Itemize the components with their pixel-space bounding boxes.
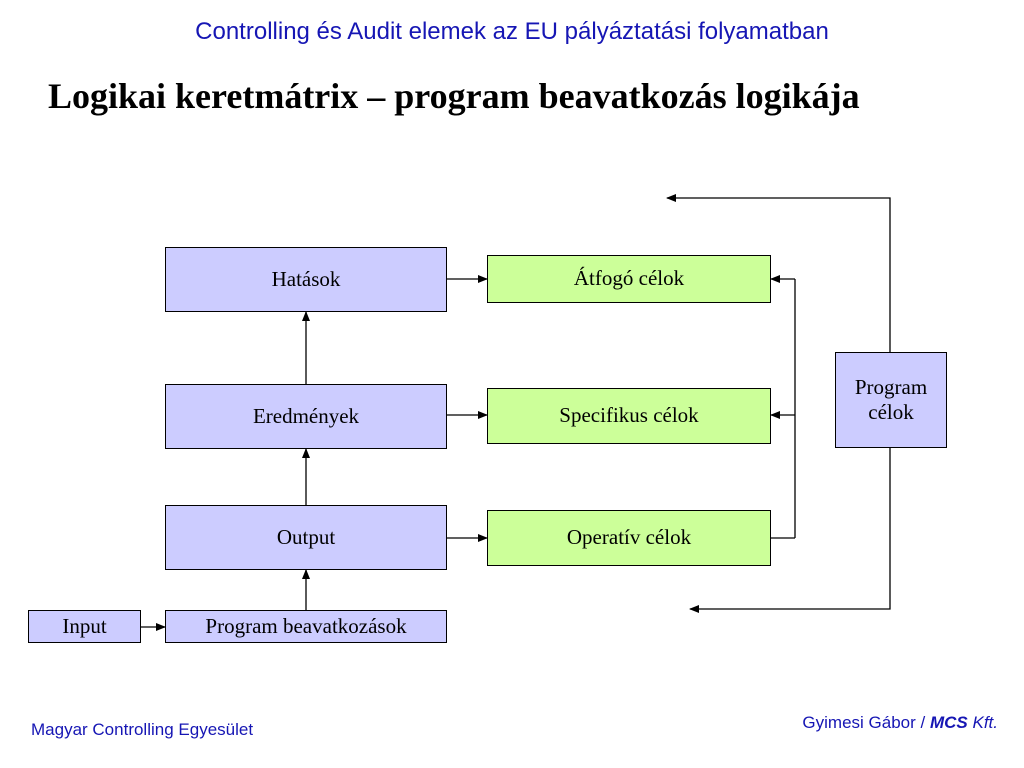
hatasok-label: Hatások xyxy=(271,266,341,291)
slide-header: Controlling és Audit elemek az EU pályáz… xyxy=(195,18,829,45)
program-celok-box: Program célok xyxy=(835,352,947,448)
loop-bottom xyxy=(689,448,891,613)
footer-author-prefix: Gyimesi Gábor / xyxy=(802,713,926,732)
footer-author: Gyimesi Gábor / MCS Kft. xyxy=(802,713,998,733)
input-box: Input xyxy=(28,610,141,643)
operativ-celok-box: Operatív célok xyxy=(487,510,771,566)
program-celok-label-line2: célok xyxy=(868,400,914,424)
hatasok-box: Hatások xyxy=(165,247,447,312)
program-beavatkozasok-box: Program beavatkozások xyxy=(165,610,447,643)
loop-top xyxy=(666,194,891,352)
atfogo-celok-box: Átfogó célok xyxy=(487,255,771,303)
operativ-celok-label: Operatív célok xyxy=(566,525,692,550)
footer-company-name: MCS xyxy=(929,713,968,732)
slide-title: Logikai keretmátrix – program beavatkozá… xyxy=(48,76,860,116)
output-label: Output xyxy=(276,524,336,549)
program-celok-label-line1: Program xyxy=(854,374,928,399)
footer-organization: Magyar Controlling Egyesület xyxy=(31,720,254,739)
output-box: Output xyxy=(165,505,447,570)
specifikus-celok-label: Specifikus célok xyxy=(559,403,699,428)
specifikus-celok-box: Specifikus célok xyxy=(487,388,771,444)
program-beavatkozasok-label: Program beavatkozások xyxy=(205,613,407,638)
input-label: Input xyxy=(62,613,107,638)
eredmenyek-label: Eredmények xyxy=(252,403,360,428)
footer-company-suffix: Kft. xyxy=(972,713,998,732)
eredmenyek-box: Eredmények xyxy=(165,384,447,449)
atfogo-celok-label: Átfogó célok xyxy=(573,266,685,291)
